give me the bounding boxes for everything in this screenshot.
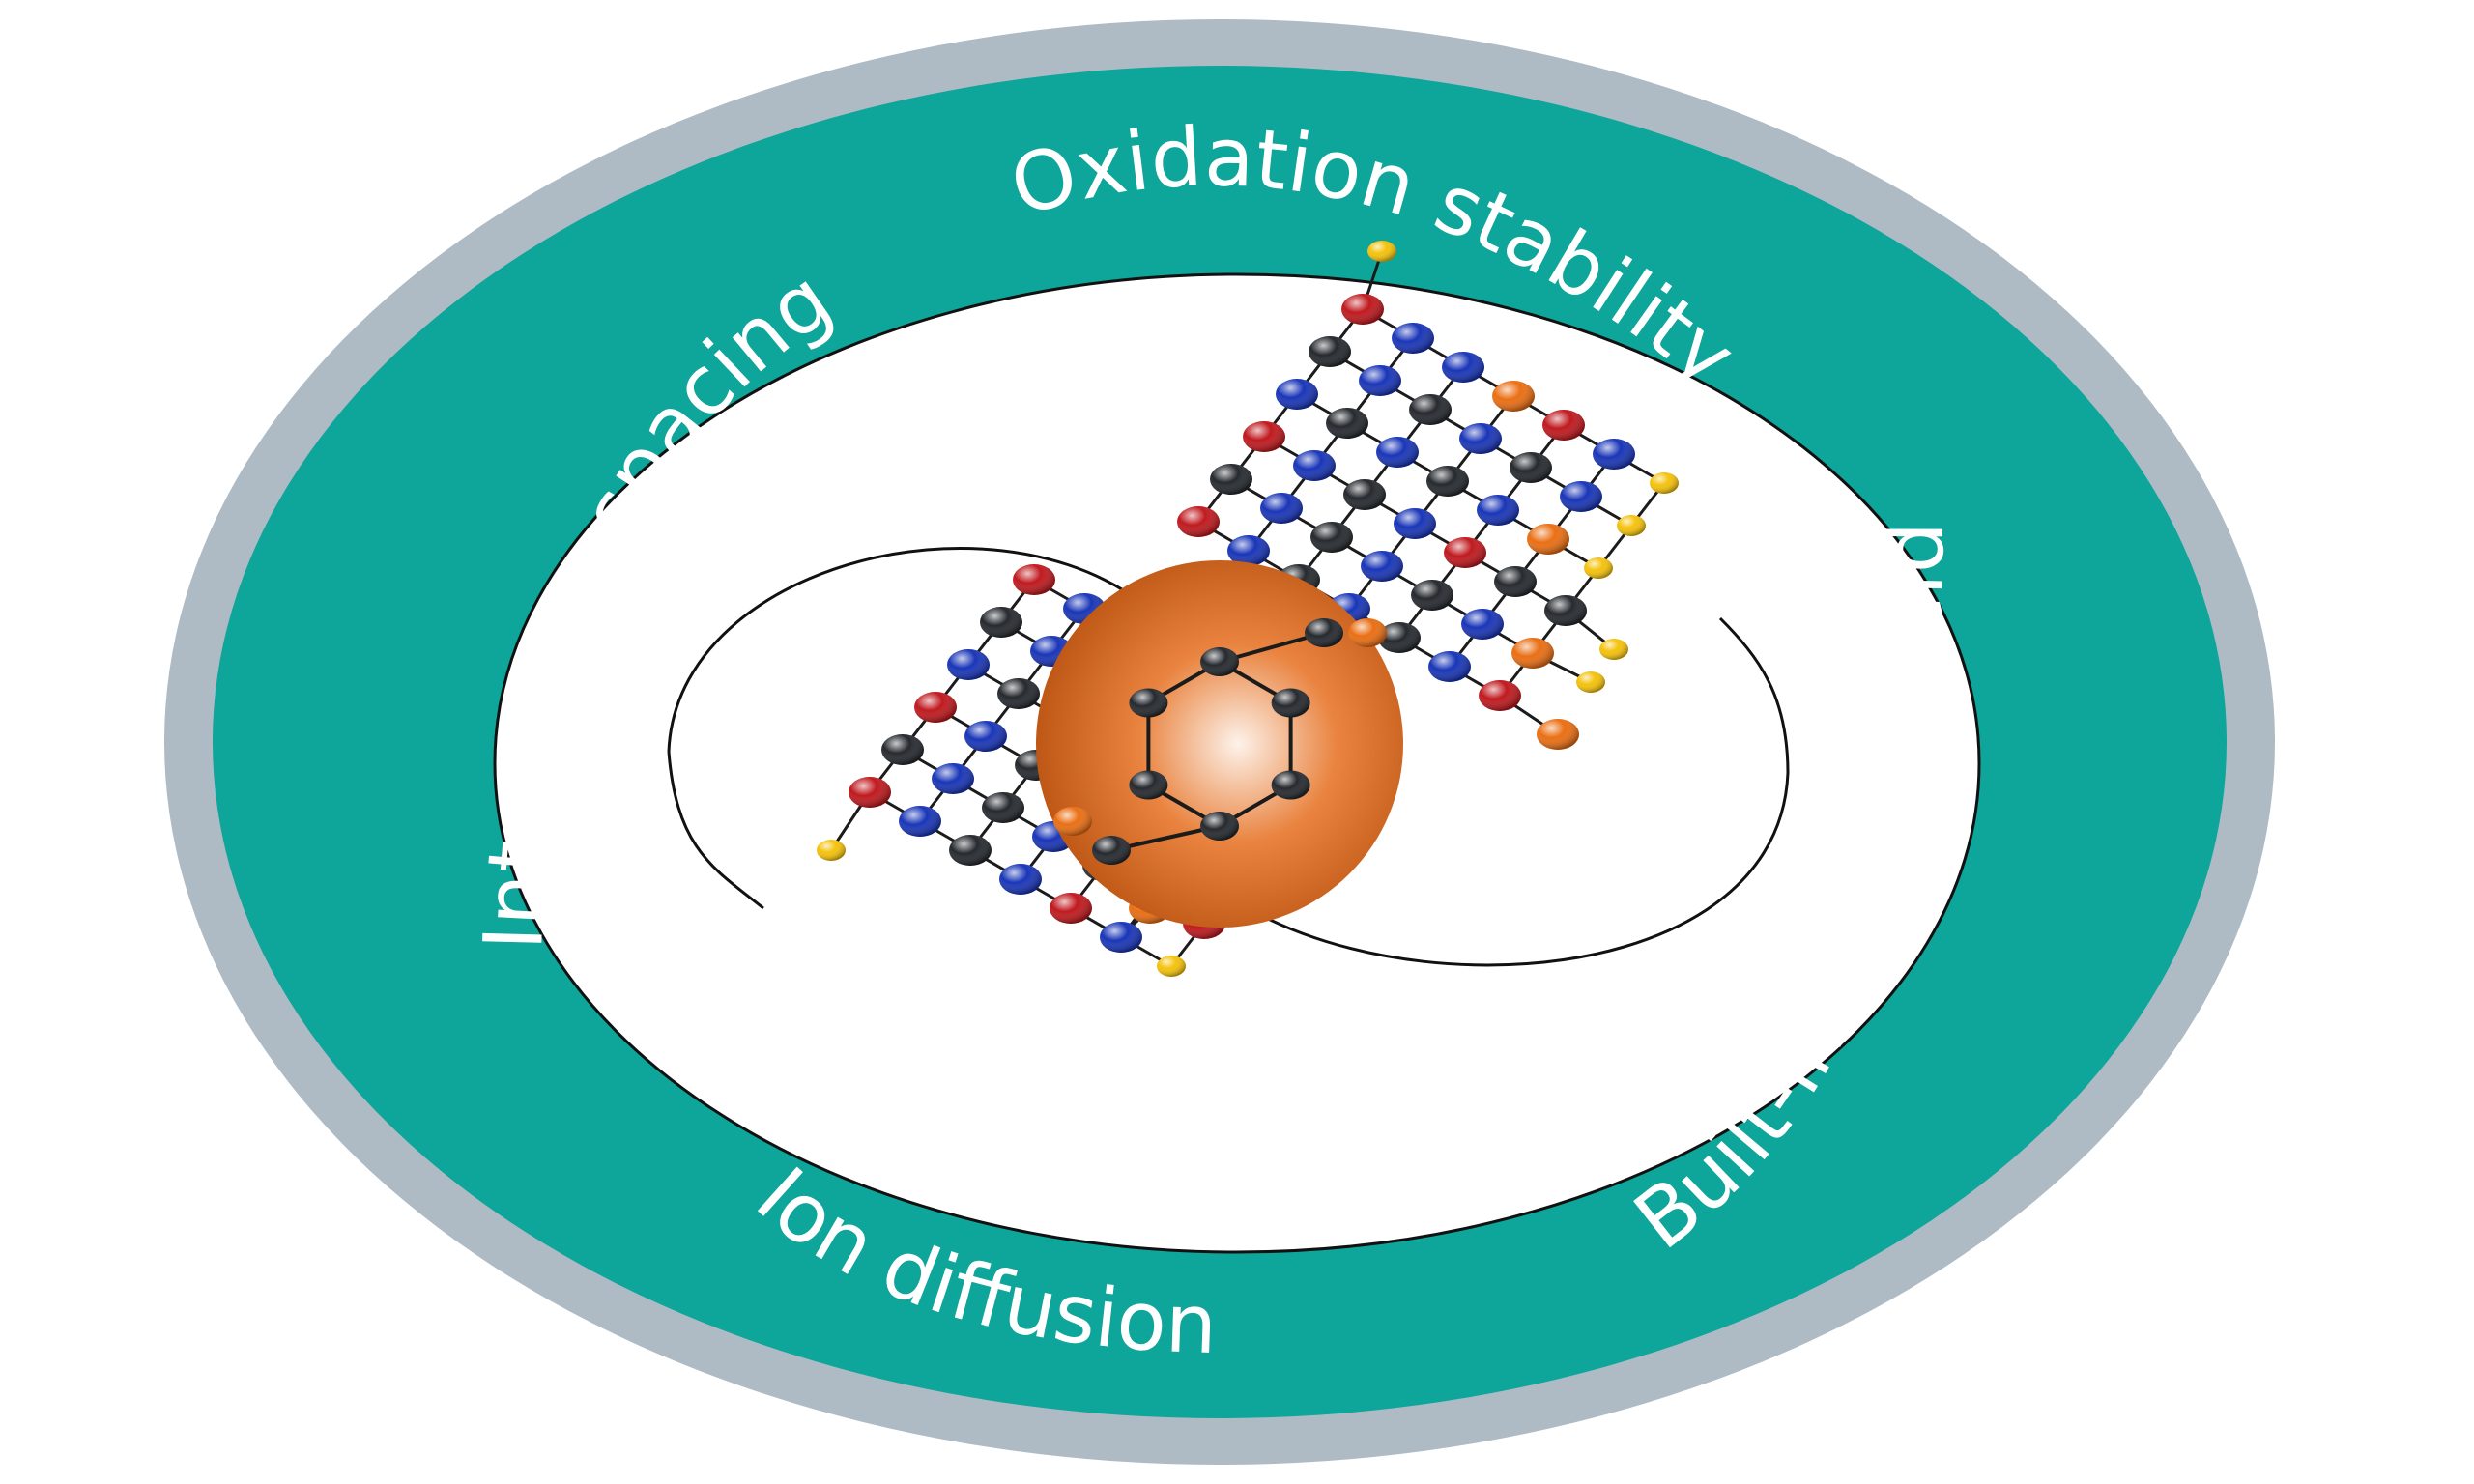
- left-lobe-edge: [667, 751, 764, 910]
- molecular-structure-group: [817, 241, 1679, 977]
- right-lattice-atoms: [1177, 241, 1679, 750]
- central-sphere: [1036, 560, 1403, 928]
- benzene-ring: [1053, 618, 1387, 865]
- right-lobe-edge: [1718, 616, 1790, 774]
